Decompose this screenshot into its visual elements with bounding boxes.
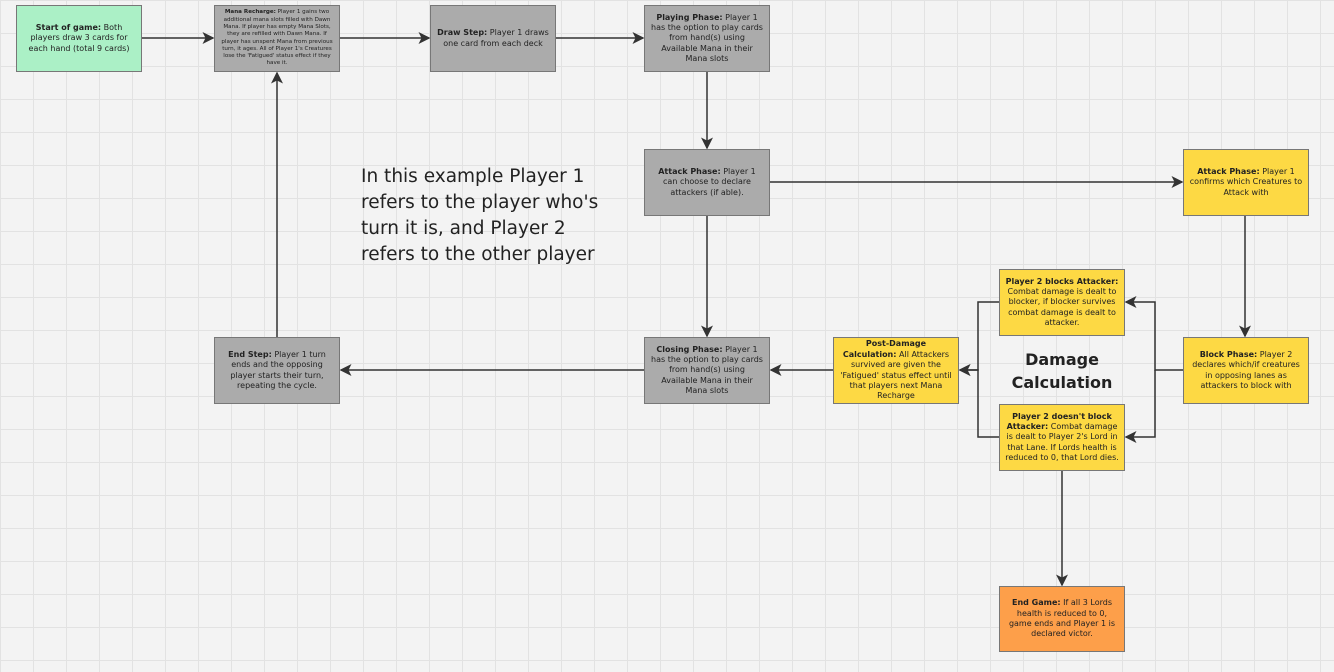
node-block-phase[interactable]: Block Phase: Player 2 declares which/if … — [1183, 337, 1309, 404]
node-draw-step[interactable]: Draw Step: Player 1 draws one card from … — [430, 5, 556, 72]
node-post-damage[interactable]: Post-Damage Calculation: All Attackers s… — [833, 337, 959, 404]
node-mana-recharge[interactable]: Mana Recharge: Player 1 gains two additi… — [214, 5, 340, 72]
node-p2-blocks[interactable]: Player 2 blocks Attacker: Combat damage … — [999, 269, 1125, 336]
node-start-of-game[interactable]: Start of game: Both players draw 3 cards… — [16, 5, 142, 72]
arrow-p2blocks-to-post — [958, 301, 999, 376]
node-p2-no-block[interactable]: Player 2 doesn't block Attacker: Combat … — [999, 404, 1125, 471]
node-end-step[interactable]: End Step: Player 1 turn ends and the opp… — [214, 337, 340, 404]
explanatory-note: In this example Player 1 refers to the p… — [361, 166, 599, 265]
damage-calculation-label: Damage Calculation — [1011, 350, 1113, 392]
node-playing-phase[interactable]: Playing Phase: Player 1 has the option t… — [644, 5, 770, 72]
node-end-game[interactable]: End Game: If all 3 Lords health is reduc… — [999, 586, 1125, 652]
node-attack-phase[interactable]: Attack Phase: Player 1 can choose to dec… — [644, 149, 770, 216]
node-attack-confirm[interactable]: Attack Phase: Player 1 confirms which Cr… — [1183, 149, 1309, 216]
arrow-p2noblock-to-post — [958, 364, 999, 438]
arrow-block-to-p2noblock — [1124, 370, 1156, 443]
arrow-block-to-p2blocks — [1124, 296, 1183, 371]
node-closing-phase[interactable]: Closing Phase: Player 1 has the option t… — [644, 337, 770, 404]
